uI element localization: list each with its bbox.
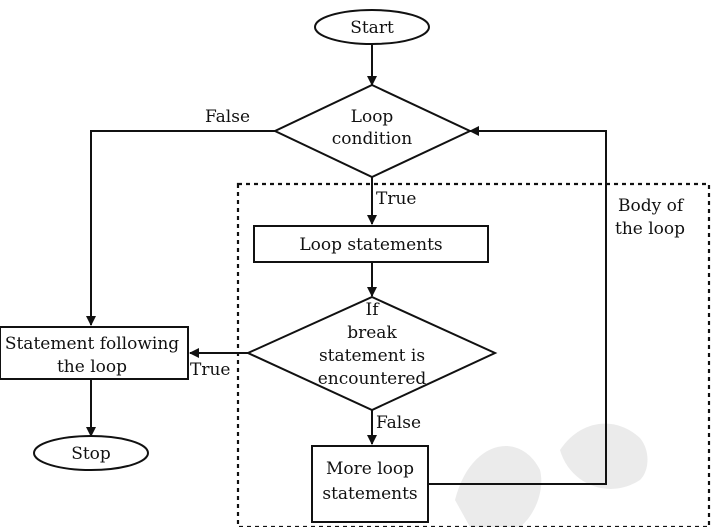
if-break-line4: encountered (318, 369, 427, 389)
loop-condition-decision: Loop condition (272, 83, 473, 179)
if-break-line1: If (365, 300, 380, 320)
if-break-decision: If break statement is encountered (245, 295, 498, 412)
false-down-label: False (376, 413, 421, 433)
more-loop-line2: statements (322, 484, 417, 504)
loop-condition-line1: Loop (351, 107, 394, 127)
body-of-loop-boundary (236, 182, 711, 527)
more-loop-line1: More loop (326, 459, 414, 479)
start-node: Start (314, 9, 430, 45)
stop-node: Stop (33, 435, 149, 471)
body-of-loop-label-line1: Body of (618, 196, 685, 216)
true-down-label: True (376, 189, 416, 209)
if-break-line3: statement is (319, 346, 425, 366)
loop-statements-process: Loop statements (253, 225, 489, 263)
stop-label: Stop (71, 444, 111, 464)
true-left-label: True (190, 360, 230, 380)
statement-following-line1: Statement following (5, 334, 179, 354)
if-break-line2: break (347, 323, 397, 343)
loop-statements-label: Loop statements (299, 235, 442, 255)
loop-condition-line2: condition (332, 129, 413, 149)
body-of-loop-label-line2: the loop (615, 219, 685, 239)
statement-following-process: Statement following the loop (0, 326, 189, 380)
false-top-label: False (205, 107, 250, 127)
start-label: Start (350, 18, 394, 38)
statement-following-line2: the loop (57, 357, 127, 377)
more-loop-statements-process: More loop statements (311, 445, 429, 523)
connectors (86, 44, 607, 485)
watermark (455, 423, 648, 527)
